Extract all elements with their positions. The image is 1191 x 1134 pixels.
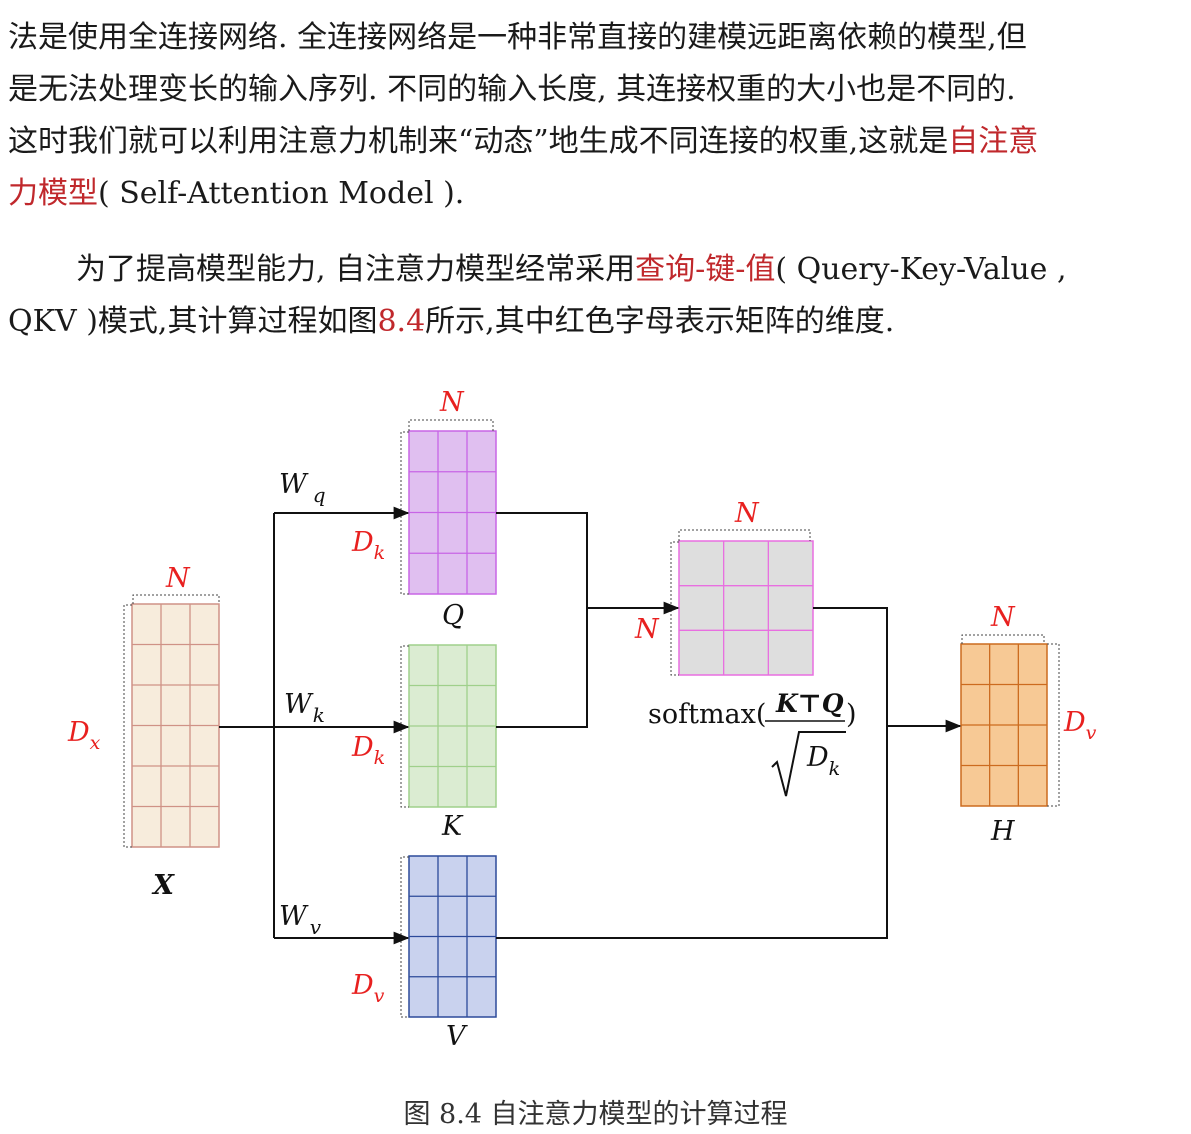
weight-wk-label: Wk — [284, 689, 325, 727]
q-rows-label: Dk — [351, 527, 385, 564]
matrix-attention-body — [678, 540, 814, 676]
x-rows-label: Dx — [67, 717, 101, 754]
matrix-x-grid — [132, 604, 219, 847]
matrix-attention-grid — [679, 541, 813, 675]
matrix-names: X Q K V H — [151, 600, 1015, 1052]
paragraph-2: 为了提高模型能力, 自注意力模型经常采用查询-键-值( Query-Key-Va… — [8, 244, 1174, 348]
softmax-den-text: D — [806, 742, 829, 773]
softmax-func: softmax( — [648, 699, 766, 730]
weight-wq-text: W — [279, 469, 309, 500]
softmax-denominator: Dk — [806, 742, 840, 780]
para1-line4-text: ( Self-Attention Model ). — [98, 176, 465, 211]
matrix-v — [408, 855, 497, 1018]
x-top-bracket — [132, 594, 220, 604]
h-right-bracket — [1047, 643, 1060, 807]
matrix-k — [408, 644, 497, 808]
x-rows-label-sub: x — [90, 732, 101, 754]
dimension-brackets — [123, 419, 1060, 1018]
matrix-v-grid — [409, 856, 496, 1017]
matrix-h — [960, 643, 1048, 807]
term-self-attention-part1: 自注意 — [948, 124, 1039, 159]
para1-line2: 是无法处理变长的输入序列. 不同的输入长度, 其连接权重的大小也是不同的. — [8, 72, 1016, 107]
para2-line1: 为了提高模型能力, 自注意力模型经常采用查询-键-值( Query-Key-Va… — [8, 244, 1174, 296]
softmax-close: ) — [846, 699, 857, 730]
sqrt-icon — [771, 731, 846, 797]
softmax-formula: softmax( K⊤Q ) Dk — [648, 689, 857, 797]
a-top-bracket — [678, 529, 811, 541]
weight-wv-text: W — [279, 901, 309, 932]
matrix-x — [131, 603, 220, 848]
matrix-q-grid — [409, 431, 496, 594]
weight-wq-sub: q — [313, 483, 326, 507]
connectors — [219, 506, 962, 945]
para2-line2: QKV )模式,其计算过程如图8.4所示,其中红色字母表示矩阵的维度. — [8, 296, 1174, 348]
figure-ref-link[interactable]: 8.4 — [377, 304, 426, 339]
para2-line2-text: QKV )模式,其计算过程如图 — [8, 304, 378, 339]
matrix-h-name: H — [990, 816, 1015, 847]
q-top-bracket — [408, 419, 494, 431]
weight-wv-sub: v — [310, 915, 322, 939]
q-out-line — [496, 512, 588, 728]
matrix-v-name: V — [446, 1021, 468, 1052]
para2-line2-post: 所示,其中红色字母表示矩阵的维度. — [425, 304, 895, 339]
matrix-attention — [678, 540, 814, 676]
softmax-numerator: K⊤Q — [775, 689, 844, 718]
a-left-bracket — [670, 541, 679, 676]
q-cols-label: N — [439, 387, 465, 418]
k-rows-label-text: D — [351, 732, 374, 763]
para1-line3-text: 这时我们就可以利用注意力机制来“动态”地生成不同连接的权重,这就是 — [8, 124, 949, 159]
weight-wk-text: W — [284, 689, 314, 720]
h-rows-label-sub: v — [1086, 722, 1097, 744]
matrix-k-name: K — [441, 811, 464, 842]
attention-out-line — [496, 607, 888, 939]
q-rows-label-sub: k — [374, 542, 386, 564]
h-rows-label: Dv — [1063, 707, 1097, 744]
para1-line1: 法是使用全连接网络. 全连接网络是一种非常直接的建模远距离依赖的模型,但 — [8, 20, 1027, 55]
q-rows-label-text: D — [351, 527, 374, 558]
matrix-k-grid — [409, 645, 496, 807]
x-cols-label: N — [165, 563, 191, 594]
attention-cols-label: N — [734, 498, 760, 529]
para1-line3: 这时我们就可以利用注意力机制来“动态”地生成不同连接的权重,这就是自注意 — [8, 116, 1174, 168]
matrix-q — [408, 430, 497, 595]
term-qkv: 查询-键-值 — [635, 252, 776, 287]
h-rows-label-text: D — [1063, 707, 1086, 738]
k-rows-label-sub: k — [374, 747, 386, 769]
h-top-bracket — [961, 634, 1045, 644]
x-rows-label-text: D — [67, 717, 90, 748]
v-rows-label: Dv — [351, 970, 385, 1007]
k-rows-label: Dk — [351, 732, 385, 769]
term-self-attention-part2: 力模型 — [8, 176, 98, 211]
para2-line1-post: ( Query-Key-Value , — [775, 252, 1067, 287]
v-rows-label-sub: v — [374, 985, 385, 1007]
matrix-h-grid — [961, 644, 1047, 806]
weight-wk-sub: k — [313, 703, 325, 727]
x-left-bracket — [123, 604, 132, 848]
softmax-den-sub: k — [829, 758, 841, 780]
matrix-q-name: Q — [442, 600, 464, 631]
para1-line4: 力模型( Self-Attention Model ). — [8, 168, 1174, 220]
dimension-labels: N Dx N Dk Dk Dv N N N Dv — [67, 387, 1097, 1007]
para2-line1-text: 为了提高模型能力, 自注意力模型经常采用 — [76, 252, 636, 287]
v-rows-label-text: D — [351, 970, 374, 1001]
attention-rows-label: N — [634, 614, 660, 645]
h-cols-label: N — [990, 602, 1016, 633]
paragraph-1: 法是使用全连接网络. 全连接网络是一种非常直接的建模远距离依赖的模型,但 是无法… — [8, 12, 1174, 220]
figure-caption: 图 8.4 自注意力模型的计算过程 — [403, 1099, 788, 1130]
matrix-x-name: X — [151, 870, 175, 901]
